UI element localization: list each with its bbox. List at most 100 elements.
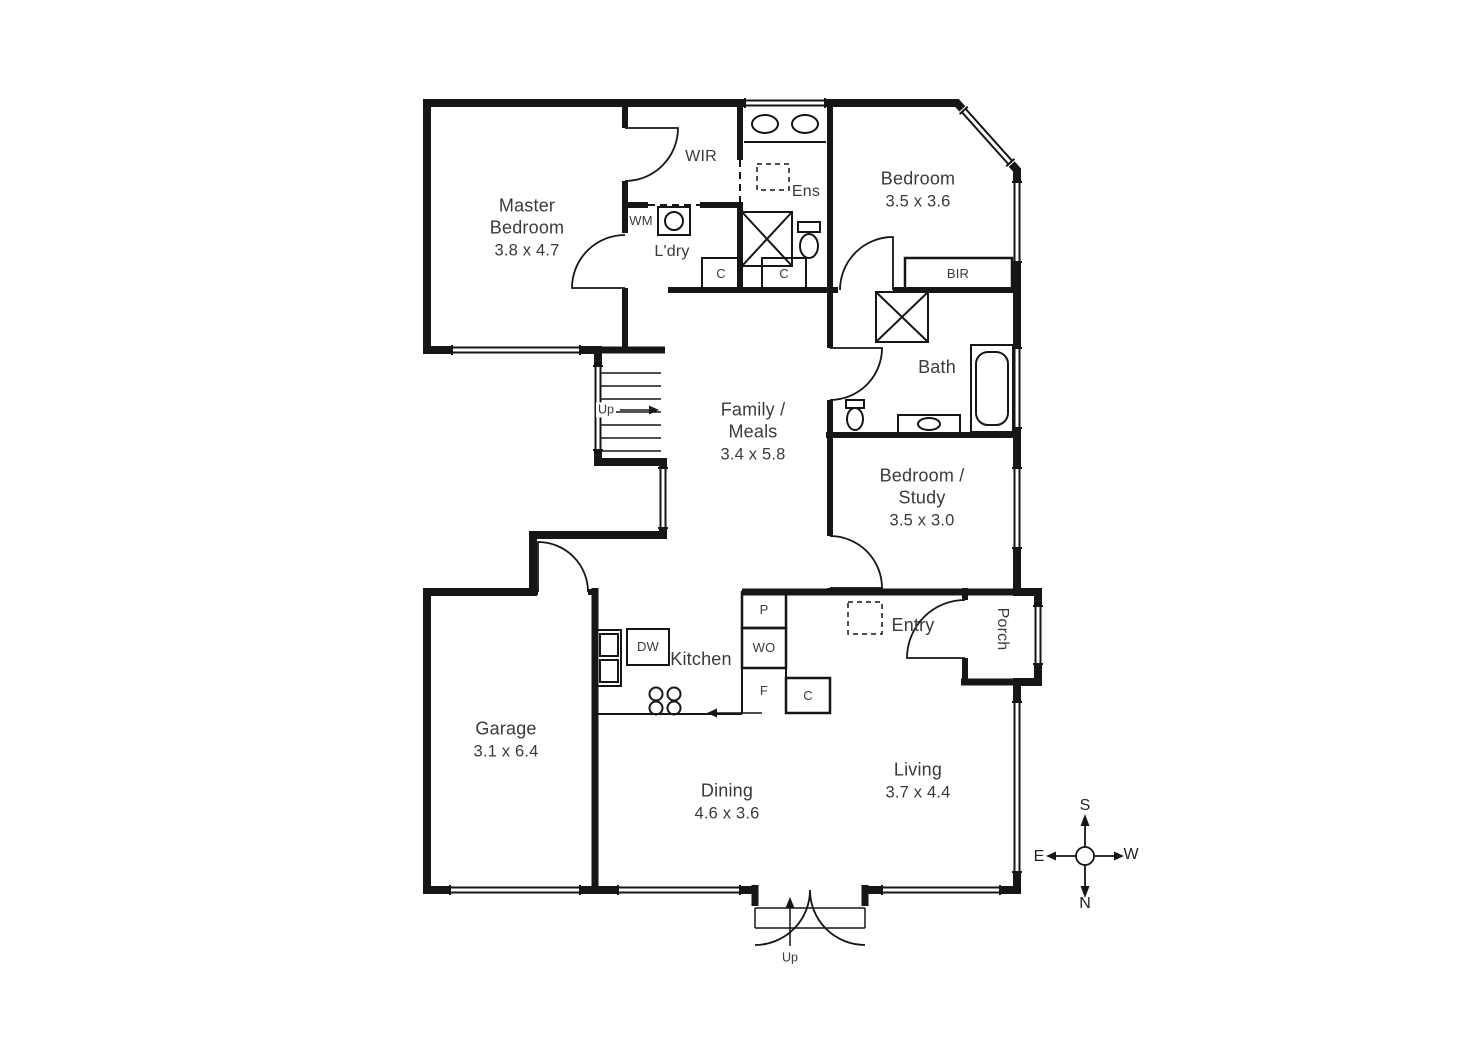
room-name: Dining	[700, 780, 754, 801]
room-dims: 3.1 x 6.4	[473, 742, 539, 761]
burner	[648, 700, 664, 716]
fixture-text: C	[779, 266, 789, 282]
toilet-tank	[797, 221, 821, 233]
fixture-text: WM	[629, 213, 653, 229]
washing-machine-drum	[664, 211, 684, 231]
label-cupboard-ens: C	[779, 266, 789, 282]
label-dishwasher: DW	[637, 639, 659, 655]
window-living-bottom	[881, 885, 1001, 895]
sink-unit	[596, 629, 622, 687]
cupboard-hall-box	[701, 257, 741, 291]
room-name: WIR	[685, 148, 717, 166]
label-bir: BIR	[947, 266, 969, 282]
entry-skylight	[847, 601, 883, 635]
door-porch-double	[754, 889, 866, 946]
room-label-dining: Dining 4.6 x 3.6	[694, 780, 759, 823]
vanity	[897, 414, 961, 434]
kitchen-fixtures	[595, 590, 832, 716]
door-master	[571, 234, 626, 289]
compass	[1046, 814, 1124, 898]
bedroom-fixtures	[903, 256, 1014, 292]
entry-steps	[754, 907, 866, 929]
kitchen-arrow	[707, 708, 762, 718]
toilet-tank	[845, 399, 865, 409]
room-name: Kitchen	[670, 649, 732, 670]
cupboard-ens-box	[761, 257, 807, 291]
door-bath	[829, 347, 883, 401]
door-bedroom1	[839, 236, 894, 291]
room-name: Porch	[993, 607, 1011, 651]
corner-window	[957, 104, 1017, 169]
thick-interior-walls	[591, 346, 1042, 894]
bir-box	[903, 256, 1014, 292]
window-study	[1012, 467, 1022, 549]
fixture-text: C	[716, 266, 726, 282]
room-name: Living	[893, 759, 943, 780]
window-bedroom1	[1012, 181, 1022, 263]
fixture-text: F	[759, 683, 769, 699]
fixture-text: BIR	[946, 266, 970, 282]
toilet	[799, 233, 819, 259]
up-text: Up	[782, 950, 798, 965]
label-up-entry-steps: Up	[780, 950, 800, 966]
room-dims: 4.6 x 3.6	[694, 804, 760, 823]
shower	[741, 211, 793, 267]
compass-arrow-w	[1114, 851, 1124, 861]
up-text: Up	[598, 402, 614, 417]
ensuite-fixtures	[741, 114, 826, 267]
fixture-text: DW	[636, 639, 660, 655]
dishwasher-box	[626, 628, 670, 666]
room-dims: 3.7 x 4.4	[885, 783, 951, 802]
window-dining	[617, 885, 741, 895]
fixture-text: WO	[752, 640, 776, 656]
compass-arrow-e	[1046, 851, 1056, 861]
room-name: Bath	[918, 357, 956, 378]
room-label-ensuite: Ens	[792, 182, 820, 202]
burner	[666, 700, 682, 716]
window-bath	[1012, 347, 1022, 429]
label-washing-machine: WM	[629, 213, 653, 229]
compass-label-south: S	[1080, 796, 1091, 816]
compass-text: W	[1123, 846, 1139, 864]
compass-label-west: W	[1123, 845, 1138, 865]
door-wir	[624, 127, 679, 182]
label-cupboard-kitchen: C	[803, 688, 813, 704]
window-family	[658, 467, 668, 529]
bathroom-fixtures	[845, 291, 1014, 434]
compass-text: E	[1033, 848, 1045, 866]
sink-bowl	[599, 633, 619, 657]
stairs-treads	[600, 372, 661, 452]
room-dims: 3.5 x 3.6	[885, 192, 951, 211]
window-porch	[1033, 605, 1043, 665]
room-label-laundry: L'dry	[654, 242, 689, 262]
porch-up-arrow	[785, 897, 795, 946]
room-label-bath: Bath	[918, 357, 956, 379]
bathtub-inner	[975, 351, 1009, 426]
fixture-text: P	[759, 602, 769, 618]
room-label-bedroom1: Bedroom 3.5 x 3.6	[881, 168, 955, 211]
basin	[791, 114, 819, 134]
shower	[875, 291, 929, 343]
room-name: Garage	[475, 718, 537, 739]
label-wall-oven: WO	[753, 640, 776, 656]
burner	[666, 686, 682, 702]
door-front	[906, 599, 966, 659]
label-cupboard-hall: C	[716, 266, 726, 282]
room-dims: 3.8 x 4.7	[494, 241, 560, 260]
shower-cross	[875, 291, 929, 343]
sink-bowl	[599, 659, 619, 683]
room-dims: 3.5 x 3.0	[889, 511, 955, 530]
washing-machine	[657, 206, 691, 236]
compass-arrow-n	[1080, 886, 1090, 898]
slider-pocket	[756, 163, 790, 191]
basin	[917, 417, 941, 431]
window-garage	[449, 885, 581, 895]
compass-label-east: E	[1034, 847, 1045, 867]
compass-text: N	[1079, 895, 1091, 913]
doors	[537, 127, 966, 946]
room-label-entry: Entry	[891, 615, 934, 637]
room-label-master-bedroom: Master Bedroom 3.8 x 4.7	[490, 195, 564, 260]
room-name: Bedroom / Study	[879, 465, 965, 508]
